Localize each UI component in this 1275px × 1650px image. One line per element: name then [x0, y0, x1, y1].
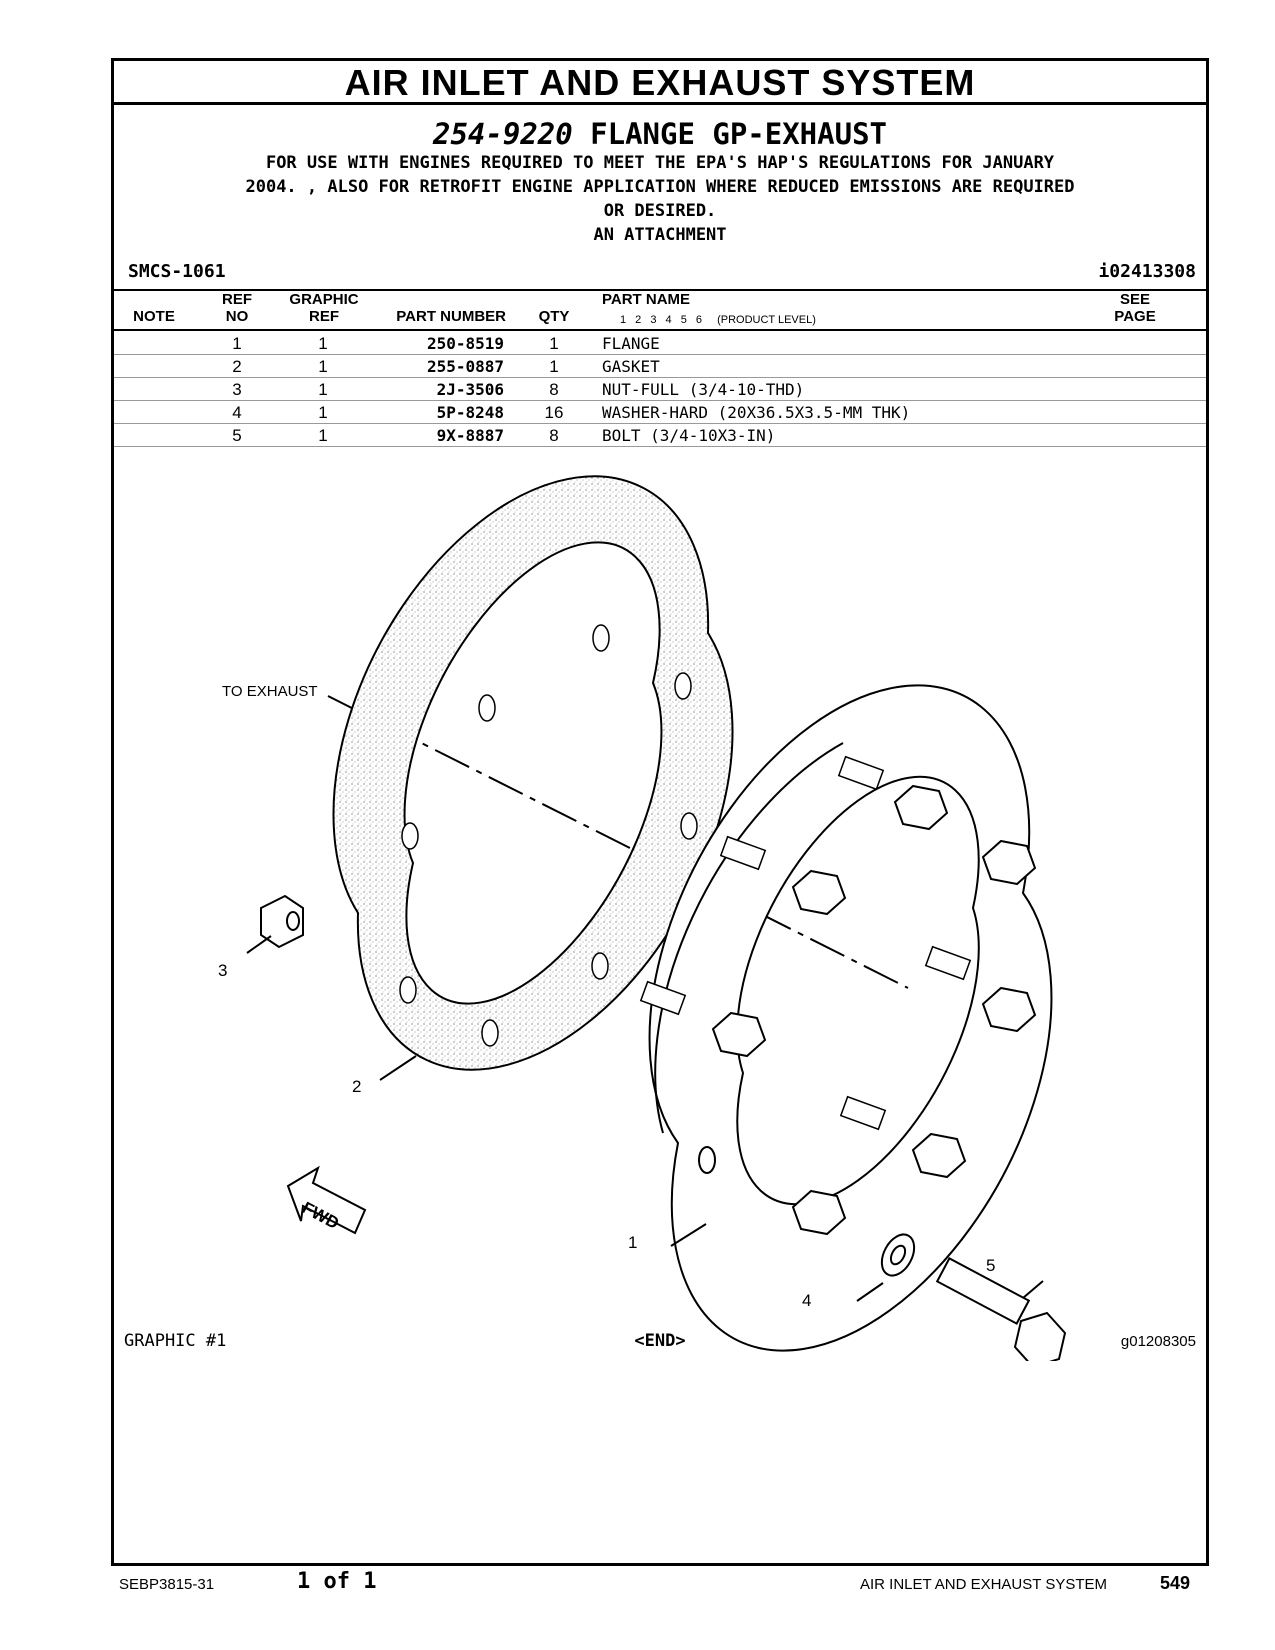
table-row: 5 1 9X-8887 8 BOLT (3/4-10X3-IN): [114, 423, 1206, 447]
usage-line: OR DESIRED.: [603, 201, 717, 221]
qty: 1: [549, 334, 559, 353]
table-top-rule: [114, 289, 1206, 291]
ref-no: 5: [232, 426, 242, 445]
table-row: 3 1 2J-3506 8 NUT-FULL (3/4-10-THD): [114, 377, 1206, 401]
header-ref-line: REF: [222, 291, 252, 308]
ref-no: 4: [232, 403, 242, 422]
qty: 8: [549, 426, 559, 445]
bolt: [935, 1257, 1067, 1361]
part-number: 250-8519: [426, 334, 504, 353]
header-graphic-ref: GRAPHIC REF: [278, 291, 370, 325]
graphic-ref: 1: [318, 403, 328, 422]
ref-no: 1: [232, 334, 242, 353]
callout-1: 1: [628, 1233, 638, 1252]
qty: 8: [549, 380, 559, 399]
table-row: 2 1 255-0887 1 GASKET: [114, 354, 1206, 378]
footer-document-number: SEBP3815-31: [119, 1576, 215, 1593]
graphic-ref: 1: [318, 380, 328, 399]
header-qty: QTY: [538, 308, 570, 325]
part-name: NUT-FULL (3/4-10-THD): [602, 380, 805, 399]
graphic-ref: 1: [318, 357, 328, 376]
footer-section-title: AIR INLET AND EXHAUST SYSTEM: [860, 1576, 1108, 1593]
graphic-label: GRAPHIC #1: [124, 1331, 227, 1351]
stud-bolts: [639, 755, 972, 1131]
usage-line: FOR USE WITH ENGINES REQUIRED TO MEET TH…: [265, 153, 1055, 173]
washer: [880, 1233, 916, 1277]
part-group-number: 254-9220: [433, 117, 573, 151]
usage-description: FOR USE WITH ENGINES REQUIRED TO MEET TH…: [154, 151, 1166, 247]
end-marker: <END>: [634, 1331, 686, 1351]
table-row: 4 1 5P-8248 16 WASHER-HARD (20X36.5X3.5-…: [114, 400, 1206, 424]
header-product-levels: 1 2 3 4 5 6 (PRODUCT LEVEL): [620, 314, 816, 326]
smcs-code: SMCS-1061: [128, 261, 226, 282]
part-group-name: FLANGE GP-EXHAUST: [590, 117, 887, 151]
part-number: 5P-8248: [436, 403, 504, 422]
part-name: WASHER-HARD (20X36.5X3.5-MM THK): [602, 403, 911, 422]
header-ref-line: REF: [309, 308, 339, 325]
callout-4: 4: [802, 1291, 812, 1310]
ref-no: 3: [232, 380, 242, 399]
part-number: 9X-8887: [436, 426, 504, 445]
header-rule: [114, 329, 1206, 331]
header-ref-no: REF NO: [214, 291, 260, 325]
header-see-line: SEE: [1119, 291, 1150, 308]
qty: 16: [544, 403, 564, 422]
part-number: 255-0887: [426, 357, 504, 376]
to-exhaust-label: TO EXHAUST: [222, 683, 318, 700]
graphic-ref: 1: [318, 334, 328, 353]
graphic-ref: 1: [318, 426, 328, 445]
header-part-number: PART NUMBER: [396, 308, 506, 325]
graphic-id: g01208305: [1120, 1333, 1196, 1350]
usage-line: 2004. , ALSO FOR RETROFIT ENGINE APPLICA…: [245, 177, 1075, 197]
footer-page-number: 549: [1160, 1573, 1191, 1593]
callout-3: 3: [218, 961, 228, 980]
product-level-label: (PRODUCT LEVEL): [717, 314, 816, 326]
header-page-line: PAGE: [1114, 308, 1156, 325]
gasket: [332, 475, 734, 1071]
part-name: BOLT (3/4-10X3-IN): [602, 426, 776, 445]
header-see-page: SEE PAGE: [1100, 291, 1170, 325]
document-id: i02413308: [1098, 261, 1196, 282]
qty: 1: [549, 357, 559, 376]
header-note: NOTE: [133, 308, 175, 325]
callout-5: 5: [986, 1256, 996, 1275]
callout-leaders: [246, 935, 1044, 1302]
flange-nuts: [711, 784, 1037, 1236]
footer-page-of: 1 of 1: [297, 1569, 377, 1594]
loose-nut: [260, 894, 304, 949]
fwd-arrow-icon: [286, 1165, 367, 1235]
part-heading: 254-9220 FLANGE GP-EXHAUST: [114, 117, 1206, 151]
section-title: AIR INLET AND EXHAUST SYSTEM: [114, 61, 1206, 105]
page-frame: AIR INLET AND EXHAUST SYSTEM 254-9220 FL…: [111, 58, 1209, 1566]
ref-no: 2: [232, 357, 242, 376]
table-row: 1 1 250-8519 1 FLANGE: [114, 331, 1206, 355]
exploded-view-illustration: [246, 475, 1067, 1361]
part-name: GASKET: [602, 357, 660, 376]
header-graphic-line: GRAPHIC: [289, 291, 359, 308]
usage-line: AN ATTACHMENT: [593, 225, 727, 245]
product-level-numbers: 1 2 3 4 5 6: [620, 314, 702, 326]
header-part-name: PART NAME: [602, 291, 691, 308]
header-no-line: NO: [225, 308, 249, 325]
centerline: [327, 695, 909, 989]
part-number: 2J-3506: [436, 380, 504, 399]
part-name: FLANGE: [602, 334, 660, 353]
callout-2: 2: [352, 1077, 362, 1096]
